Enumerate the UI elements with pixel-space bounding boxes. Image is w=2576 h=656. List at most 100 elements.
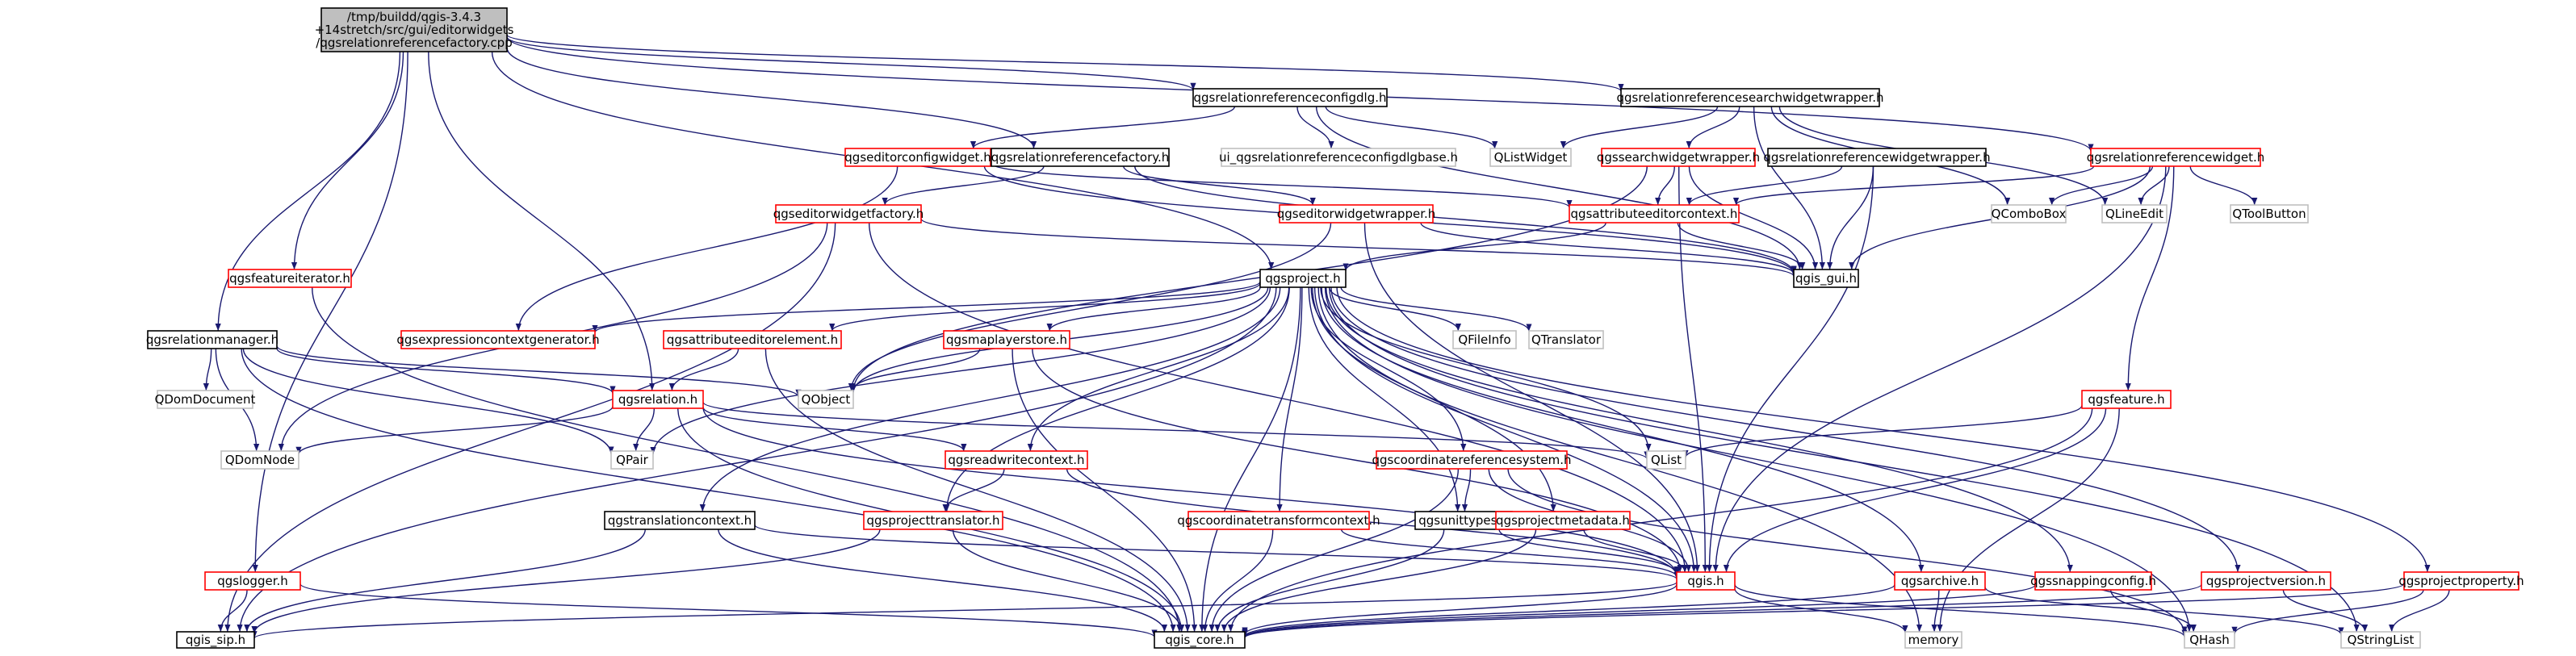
edge-qgsproject-to-translationcontext bbox=[699, 286, 1281, 512]
edge-qgsproject-to-memory bbox=[1317, 286, 1923, 633]
node-qgsfeature[interactable]: qgsfeature.h bbox=[2081, 390, 2172, 409]
node-box bbox=[1620, 88, 1880, 107]
node-box bbox=[228, 269, 352, 288]
node-qcombobox: QComboBox bbox=[1991, 204, 2067, 224]
node-readwritecontext[interactable]: qgsreadwritecontext.h bbox=[945, 450, 1088, 470]
edge-searchwidgetwrapper-to-qgish bbox=[1678, 165, 1708, 573]
node-qgislogger[interactable]: qgslogger.h bbox=[204, 571, 301, 591]
node-searchwidgetwrapper[interactable]: qgssearchwidgetwrapper.h bbox=[1597, 148, 1760, 167]
node-label: qgseditorwidgetfactory.h bbox=[773, 207, 924, 221]
node-box bbox=[2403, 571, 2519, 591]
edge-refwidget-to-qtoolbutton bbox=[2189, 165, 2258, 206]
node-label: qgsattributeeditorelement.h bbox=[667, 332, 838, 347]
node-box bbox=[1221, 148, 1456, 167]
node-attreditorcontext[interactable]: qgsattributeeditorcontext.h bbox=[1569, 204, 1740, 224]
node-label: QFileInfo bbox=[1458, 332, 1510, 347]
node-box bbox=[1489, 148, 1572, 167]
edge-projectmetadata-to-qgiscore bbox=[1221, 529, 1537, 633]
node-searchwrapper[interactable]: qgsrelationreferencesearchwidgetwrapper.… bbox=[1616, 88, 1884, 107]
node-qgish[interactable]: qgis.h bbox=[1676, 571, 1736, 591]
node-snappingconfig[interactable]: qgssnappingconfig.h bbox=[2030, 571, 2156, 591]
node-editorwidgetwrapper[interactable]: qgseditorwidgetwrapper.h bbox=[1277, 204, 1436, 224]
node-label: qgsmaplayerstore.h bbox=[946, 332, 1067, 347]
node-label: QComboBox bbox=[1992, 207, 2067, 221]
node-label: qgsrelationreferencesearchwidgetwrapper.… bbox=[1616, 90, 1883, 105]
edge-relationmanager-to-qobject bbox=[276, 345, 802, 398]
node-qdomdocument: QDomDocument bbox=[155, 390, 256, 409]
node-box bbox=[610, 450, 654, 470]
node-crs[interactable]: qgscoordinatereferencesystem.h bbox=[1372, 450, 1572, 470]
edge-projectmetadata-to-qgish bbox=[1583, 529, 1688, 573]
edge-editorconfigwidget-to-exprctxgen bbox=[515, 165, 898, 332]
node-qgsrelation[interactable]: qgsrelation.h bbox=[612, 390, 704, 409]
node-qgiscore[interactable]: qgis_core.h bbox=[1154, 631, 1246, 649]
edge-projectproperty-to-qhash bbox=[2231, 589, 2424, 634]
node-box bbox=[604, 511, 756, 530]
node-label: qgsprojectproperty.h bbox=[2398, 574, 2524, 588]
edge-qgsproject-to-unittypes bbox=[1308, 286, 1461, 512]
node-editorconfigwidget[interactable]: qgseditorconfigwidget.h bbox=[844, 148, 991, 167]
edge-reffactory-to-qgisgui bbox=[1134, 165, 1797, 274]
edge-qgsproject-to-qpair bbox=[650, 286, 1271, 454]
node-reffactory[interactable]: qgsrelationreferencefactory.h bbox=[991, 148, 1170, 167]
node-projectmetadata[interactable]: qgsprojectmetadata.h bbox=[1495, 511, 1631, 530]
node-label: qgscoordinatetransformcontext.h bbox=[1177, 513, 1380, 528]
edge-refwidget-to-qcombobox bbox=[2049, 165, 2154, 206]
edge-editorwidgetfactory-to-qgish bbox=[868, 222, 1688, 573]
node-box bbox=[1676, 571, 1736, 591]
node-unittypes[interactable]: qgsunittypes.h bbox=[1414, 511, 1513, 530]
node-translationcontext[interactable]: qgstranslationcontext.h bbox=[604, 511, 756, 530]
node-box bbox=[2081, 390, 2172, 409]
edge-editorconfigwidget-to-attreditorcontext bbox=[990, 162, 1573, 208]
node-coordtransformctx[interactable]: qgscoordinatetransformcontext.h bbox=[1177, 511, 1380, 530]
node-box bbox=[943, 330, 1070, 349]
edge-editorwidgetwrapper-to-qobject bbox=[848, 222, 1332, 391]
node-configdlg[interactable]: qgsrelationreferenceconfigdlg.h bbox=[1192, 88, 1388, 107]
edge-refwidget-to-qgsfeature bbox=[2125, 165, 2175, 391]
node-box bbox=[1192, 88, 1388, 107]
node-label: QToolButton bbox=[2232, 207, 2306, 221]
node-box bbox=[1376, 450, 1568, 470]
edge-qgsproject-to-qgiscore bbox=[1199, 286, 1301, 633]
node-qgissip[interactable]: qgis_sip.h bbox=[176, 631, 255, 649]
node-box bbox=[400, 330, 596, 349]
node-exprctxgen[interactable]: qgsexpressioncontextgenerator.h bbox=[396, 330, 600, 349]
node-relationmanager[interactable]: qgsrelationmanager.h bbox=[146, 330, 279, 349]
node-refwidgetwrapper[interactable]: qgsrelationreferencewidgetwrapper.h bbox=[1763, 148, 1991, 167]
node-box bbox=[2101, 204, 2168, 224]
node-projecttranslator[interactable]: qgsprojecttranslator.h bbox=[863, 511, 1003, 530]
node-memory: memory bbox=[1904, 631, 1962, 649]
edge-qgsproject-to-qstringlist bbox=[1329, 286, 2360, 633]
node-qgisgui[interactable]: qgis_gui.h bbox=[1793, 269, 1859, 288]
edge-qgsproject-to-qtranslator bbox=[1340, 286, 1532, 332]
node-root[interactable]: /tmp/buildd/qgis-3.4.3+14stretch/src/gui… bbox=[315, 7, 514, 52]
edge-refwidgetwrapper-to-attreditorcontext bbox=[1686, 165, 1843, 206]
node-projectversion[interactable]: qgsprojectversion.h bbox=[2201, 571, 2331, 591]
node-box bbox=[1154, 631, 1246, 649]
edge-maplayerstore-to-qobject bbox=[849, 348, 981, 391]
node-label: qgsrelationreferenceconfigdlg.h bbox=[1193, 90, 1386, 105]
edge-crs-to-qgiscore bbox=[1208, 468, 1460, 633]
node-projectproperty[interactable]: qgsprojectproperty.h bbox=[2398, 571, 2524, 591]
node-attreditorelement[interactable]: qgsattributeeditorelement.h bbox=[663, 330, 842, 349]
node-editorwidgetfactory[interactable]: qgseditorwidgetfactory.h bbox=[773, 204, 924, 224]
edge-unittypes-to-qgish bbox=[1498, 529, 1680, 575]
node-qdomnode: QDomNode bbox=[220, 450, 299, 470]
edge-readwritecontext-to-projecttranslator bbox=[942, 468, 1005, 512]
edge-projectproperty-to-qgiscore bbox=[1242, 583, 2405, 638]
node-box bbox=[1187, 511, 1370, 530]
node-archive[interactable]: qgsarchive.h bbox=[1894, 571, 1986, 591]
node-label: QPair bbox=[616, 453, 649, 467]
edge-root-to-qgislogger bbox=[252, 51, 408, 573]
edge-refwidget-to-attreditorcontext bbox=[1733, 165, 2095, 206]
node-qgsproject[interactable]: qgsproject.h bbox=[1259, 269, 1347, 288]
edge-attreditorcontext-to-qgisgui bbox=[1677, 222, 1806, 270]
node-featureiterator[interactable]: qgsfeatureiterator.h bbox=[228, 269, 352, 288]
node-label: qgsproject.h bbox=[1265, 271, 1340, 286]
node-maplayerstore[interactable]: qgsmaplayerstore.h bbox=[943, 330, 1070, 349]
node-refwidget[interactable]: qgsrelationreferencewidget.h bbox=[2087, 148, 2265, 167]
node-qhash: QHash bbox=[2184, 631, 2235, 649]
edge-unittypes-to-qgiscore bbox=[1214, 529, 1445, 633]
node-label: memory bbox=[1908, 633, 1959, 647]
